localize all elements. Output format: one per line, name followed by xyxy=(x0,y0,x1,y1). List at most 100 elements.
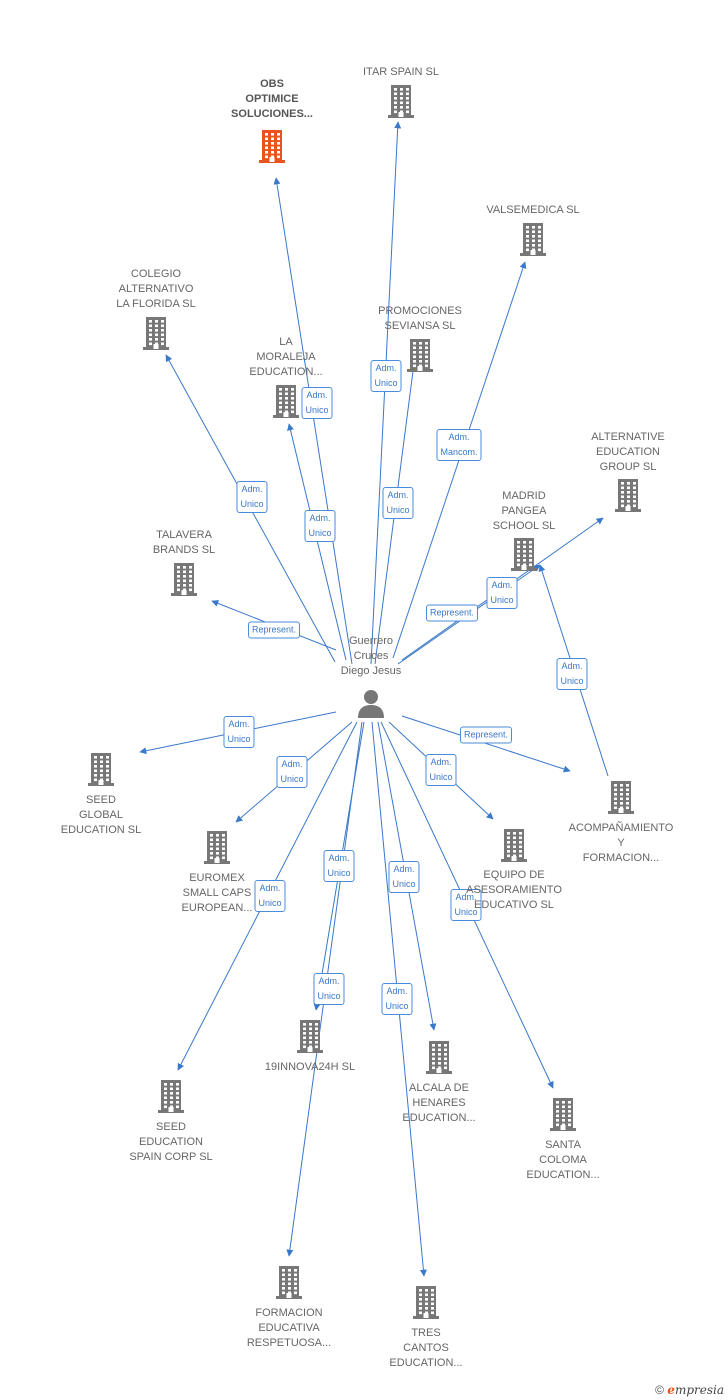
building-icon-alternative[interactable] xyxy=(612,477,644,513)
building-icon-valsemedica[interactable] xyxy=(517,221,549,257)
role-badge-obs[interactable]: Adm.Unico xyxy=(304,510,336,542)
role-badge-madrid[interactable]: Adm. Unico xyxy=(556,658,588,690)
role-badge-text: Adm. xyxy=(309,513,331,523)
node-label-line: ALTERNATIVO xyxy=(118,283,194,295)
role-badge-text: Unico xyxy=(429,772,453,782)
node-label-line: CANTOS xyxy=(403,1342,449,1354)
role-badge-text: Unico xyxy=(560,676,584,686)
role-badge-euromex[interactable]: Adm.Unico xyxy=(276,756,308,788)
node-label-line: EUROMEX xyxy=(189,872,245,884)
building-icon-obs[interactable] xyxy=(256,128,288,164)
role-badge-madrid[interactable]: Represent. xyxy=(425,604,479,622)
role-badge-text: Unico xyxy=(227,734,251,744)
building-icon-talavera[interactable] xyxy=(168,561,200,597)
node-label-line: VALSEMEDICA SL xyxy=(486,204,580,216)
role-badge-text: Adm. xyxy=(306,390,328,400)
building-icon-colegio[interactable] xyxy=(140,315,172,351)
building-icon-promociones[interactable] xyxy=(404,337,436,373)
edge-center-acompanamiento xyxy=(401,715,571,773)
role-badge-trescantos[interactable]: Adm.Unico xyxy=(381,983,413,1015)
node-label-line: LA FLORIDA SL xyxy=(116,298,196,310)
role-badge-text: Unico xyxy=(280,774,304,784)
role-badge-text: Mancom. xyxy=(440,447,478,457)
building-icon-acompanamiento[interactable] xyxy=(605,779,637,815)
role-badge-19innova[interactable]: Adm.Unico xyxy=(323,850,355,882)
role-badge-formacion[interactable]: Adm.Unico xyxy=(313,973,345,1005)
role-badge-valsemedica[interactable]: Adm. Mancom. xyxy=(436,429,482,461)
node-label-line: ALTERNATIVE xyxy=(591,431,665,443)
node-label-line: EDUCATION... xyxy=(402,1112,476,1124)
role-badge-equipo[interactable]: Adm.Unico xyxy=(425,754,457,786)
node-label-seedglobal[interactable]: SEED GLOBAL EDUCATION SL xyxy=(61,793,141,838)
node-label-line: SEED xyxy=(86,794,116,806)
building-icon-equipo[interactable] xyxy=(498,827,530,863)
role-badge-alternative[interactable]: Adm.Unico xyxy=(486,577,518,609)
role-badge-text: Adm. xyxy=(393,864,415,874)
building-icon-formacion[interactable] xyxy=(273,1264,305,1300)
node-label-line: PANGEA xyxy=(501,505,547,517)
role-badge-seedglobal[interactable]: Adm.Unico xyxy=(223,716,255,748)
role-badge-text: Adm. xyxy=(455,892,477,902)
building-icon-santacoloma[interactable] xyxy=(547,1096,579,1132)
role-badge-seedspain[interactable]: Adm.Unico xyxy=(254,880,286,912)
role-badge-text: Adm. xyxy=(491,580,513,590)
node-label-line: MORALEJA xyxy=(256,351,316,363)
node-label-line: EDUCATION SL xyxy=(60,824,142,836)
node-label-line: ACOMPAÑAMIENTO xyxy=(568,822,674,834)
building-icon-euromex[interactable] xyxy=(201,829,233,865)
node-label-line: EDUCATION... xyxy=(389,1357,463,1369)
building-icon-seedspain[interactable] xyxy=(155,1078,187,1114)
role-badge-text: Unico xyxy=(240,499,264,509)
node-label-line: EQUIPO DE xyxy=(483,869,545,881)
node-label-line: SOLUCIONES... xyxy=(231,108,313,120)
node-label-line: COLOMA xyxy=(539,1154,587,1166)
node-label-line: ASESORAMIENTO xyxy=(466,884,562,896)
copyright-symbol: © xyxy=(655,1383,664,1397)
role-badge-moraleja[interactable]: Adm.Unico xyxy=(301,387,333,419)
building-icon-trescantos[interactable] xyxy=(410,1284,442,1320)
node-label-valsemedica[interactable]: VALSEMEDICA SL xyxy=(486,203,579,218)
role-badge-text: Represent. xyxy=(429,607,475,618)
building-icon-alcala[interactable] xyxy=(423,1039,455,1075)
role-badge-acompanamiento[interactable]: Represent. xyxy=(459,726,513,744)
node-label-line: OPTIMICE xyxy=(245,93,299,105)
role-badge-text: Adm. xyxy=(561,661,583,671)
role-badge-promociones[interactable]: Adm.Unico xyxy=(382,487,414,519)
building-icon-itar[interactable] xyxy=(385,83,417,119)
building-icon-seedglobal[interactable] xyxy=(85,751,117,787)
role-badge-santacoloma[interactable]: Adm.Unico xyxy=(450,889,482,921)
node-label-line: GLOBAL xyxy=(78,809,124,821)
role-badge-colegio[interactable]: Adm.Unico xyxy=(236,481,268,513)
role-badge-talavera[interactable]: Represent. xyxy=(247,621,301,639)
brand-name: mpresia xyxy=(674,1383,724,1397)
role-badge-text: Adm. xyxy=(448,432,470,442)
node-label-itar[interactable]: ITAR SPAIN SL xyxy=(363,65,439,80)
node-label-line: EDUCATION... xyxy=(526,1169,600,1181)
person-icon[interactable] xyxy=(355,688,387,720)
role-badge-text: Represent. xyxy=(463,729,509,740)
building-icon-madrid[interactable] xyxy=(508,536,540,572)
role-badge-text: Represent. xyxy=(251,624,297,635)
brand-logo-initial: e xyxy=(667,1383,675,1397)
node-label-19innova[interactable]: 19INNOVA24H SL xyxy=(265,1060,355,1075)
building-icon-moraleja[interactable] xyxy=(270,383,302,419)
role-badge-itar[interactable]: Adm.Unico xyxy=(370,360,402,392)
role-badge-alcala[interactable]: Adm.Unico xyxy=(388,861,420,893)
building-icon-19innova[interactable] xyxy=(294,1018,326,1054)
